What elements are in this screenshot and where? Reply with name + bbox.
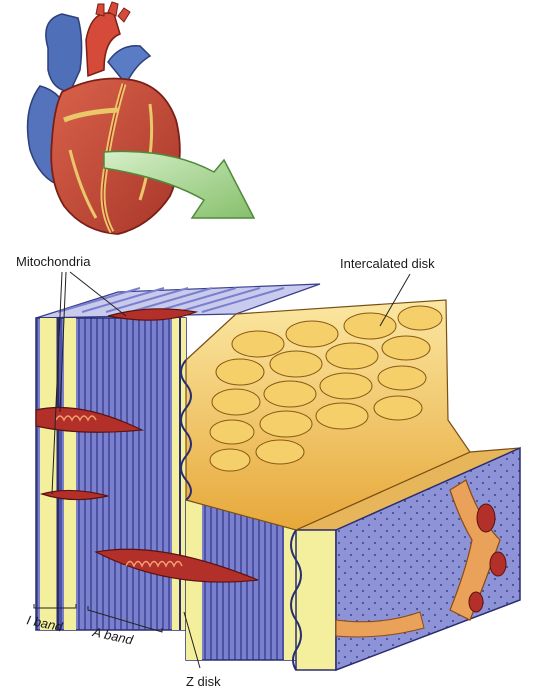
heart-illustration bbox=[28, 2, 180, 234]
label-z-disk: Z disk bbox=[186, 674, 221, 689]
front-face-right bbox=[296, 530, 336, 670]
vena-cava bbox=[46, 14, 82, 92]
label-mitochondria: Mitochondria bbox=[16, 254, 91, 269]
label-intercalated-disk: Intercalated disk bbox=[340, 256, 435, 271]
